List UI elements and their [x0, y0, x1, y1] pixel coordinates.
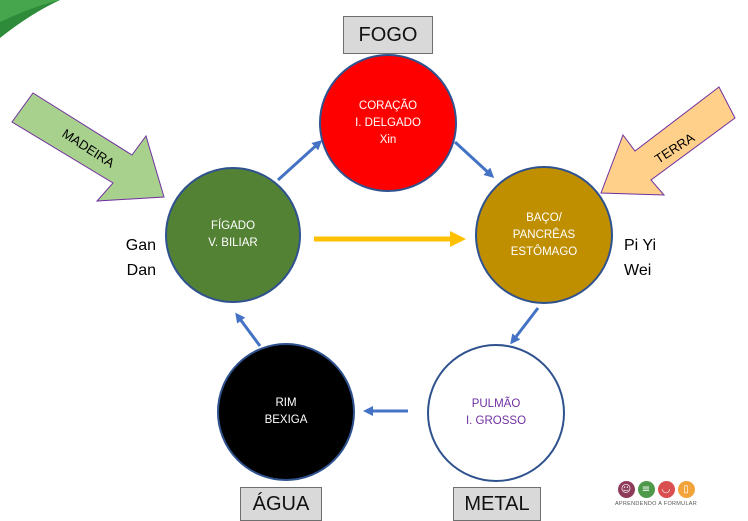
pinyin-line: Gan	[125, 237, 156, 254]
organ-label: CORAÇÃO	[358, 99, 418, 112]
wood-pinyin-label: Gan Dan	[116, 233, 156, 283]
pinyin-line: Dan	[126, 262, 156, 279]
organ-label: FÍGADO	[210, 220, 256, 232]
water-organ-circle: RIM BEXIGA	[217, 343, 355, 481]
wood-element-arrow: MADEIRA	[11, 92, 165, 202]
arrow-water-to-wood	[235, 312, 262, 347]
brand-logo: ☺ ≡ ◡ ▯ APRENDENDO A FORMULAR	[600, 481, 712, 517]
earth-organ-circle: BAÇO/ PANCRÊAS ESTÔMAGO	[475, 166, 613, 304]
document-icon: ≡	[637, 481, 655, 498]
organ-label: PANCRÊAS	[512, 228, 576, 241]
fire-organ-circle: CORAÇÃO I. DELGADO Xin	[319, 54, 457, 192]
organ-label: I. DELGADO	[355, 116, 421, 129]
earth-element-arrow: TERRA	[600, 86, 736, 196]
arrow-wood-to-fire	[276, 139, 323, 182]
wood-organ-circle: FÍGADO V. BILIAR	[165, 167, 301, 303]
person-icon: ☺	[617, 481, 635, 498]
earth-pinyin-label: Pi Yi Wei	[624, 233, 656, 283]
pinyin-line: Pi Yi	[624, 237, 657, 254]
organ-label: RIM	[275, 397, 297, 409]
logo-text: APRENDENDO A FORMULAR	[614, 501, 698, 507]
organ-label: V. BILIAR	[208, 237, 258, 249]
arrow-earth-to-metal	[510, 307, 540, 345]
organ-label: PULMÃO	[471, 398, 521, 410]
water-element-label: ÁGUA	[240, 487, 322, 521]
fire-element-label: FOGO	[343, 16, 433, 54]
bowl-icon: ◡	[657, 481, 675, 498]
organ-label: BEXIGA	[264, 414, 308, 426]
organ-label: BAÇO/	[526, 211, 562, 224]
arrow-fire-to-earth	[453, 140, 495, 179]
metal-organ-circle: PULMÃO I. GROSSO	[427, 344, 565, 482]
organ-label: ESTÔMAGO	[510, 245, 578, 258]
metal-element-label: METAL	[453, 487, 541, 521]
corner-decoration	[0, 0, 60, 38]
bottle-icon: ▯	[677, 481, 695, 498]
organ-label: Xin	[379, 133, 397, 146]
organ-label: I. GROSSO	[465, 415, 527, 427]
pinyin-line: Wei	[624, 262, 652, 279]
